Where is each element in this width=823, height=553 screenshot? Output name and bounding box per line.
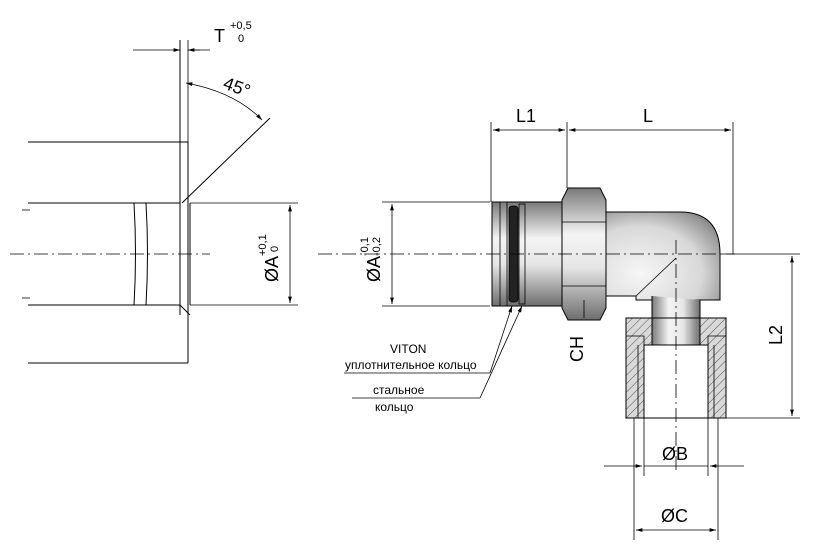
ch-label: CH — [567, 336, 587, 362]
dimension-l1-l: L1 L — [490, 106, 734, 254]
c-label: ØC — [661, 506, 688, 526]
steel-label: стальное — [373, 383, 425, 397]
pipe-tol-lower: 0 — [269, 246, 281, 252]
ring-callouts: VITON уплотнительное кольцо стальное кол… — [344, 305, 523, 414]
viton-label: VITON — [390, 342, 426, 356]
dimension-l2: L2 — [722, 253, 800, 419]
fitting-tol-lower: -0,2 — [371, 237, 383, 256]
dimension-ch: CH — [567, 300, 587, 362]
t-label: T — [214, 26, 225, 46]
angle-label: 45° — [221, 73, 253, 101]
l-label: L — [643, 106, 653, 126]
l1-label: L1 — [516, 106, 536, 126]
steel-desc: кольцо — [375, 400, 414, 414]
dimension-fitting-dia: ØA -0,1 -0,2 — [359, 201, 490, 307]
fitting-tol-upper: -0,1 — [359, 237, 371, 256]
viton-desc: уплотнительное кольцо — [345, 358, 477, 372]
l2-label: L2 — [766, 325, 786, 345]
t-tol-lower: 0 — [238, 33, 244, 45]
b-label: ØB — [662, 444, 688, 464]
t-tol-upper: +0,5 — [230, 20, 252, 32]
pipe-cut-view — [10, 40, 271, 364]
angle-45: 45° — [185, 73, 263, 121]
dimension-b: ØB — [604, 418, 744, 476]
dimension-c: ØC — [633, 418, 719, 540]
pipe-tol-upper: +0,1 — [257, 234, 269, 256]
elbow-fitting — [318, 187, 735, 470]
fitting-dia-label: ØA — [364, 256, 384, 282]
pipe-dia-label: ØA — [262, 256, 282, 282]
dimension-pipe-dia: ØA +0,1 0 — [190, 202, 298, 306]
